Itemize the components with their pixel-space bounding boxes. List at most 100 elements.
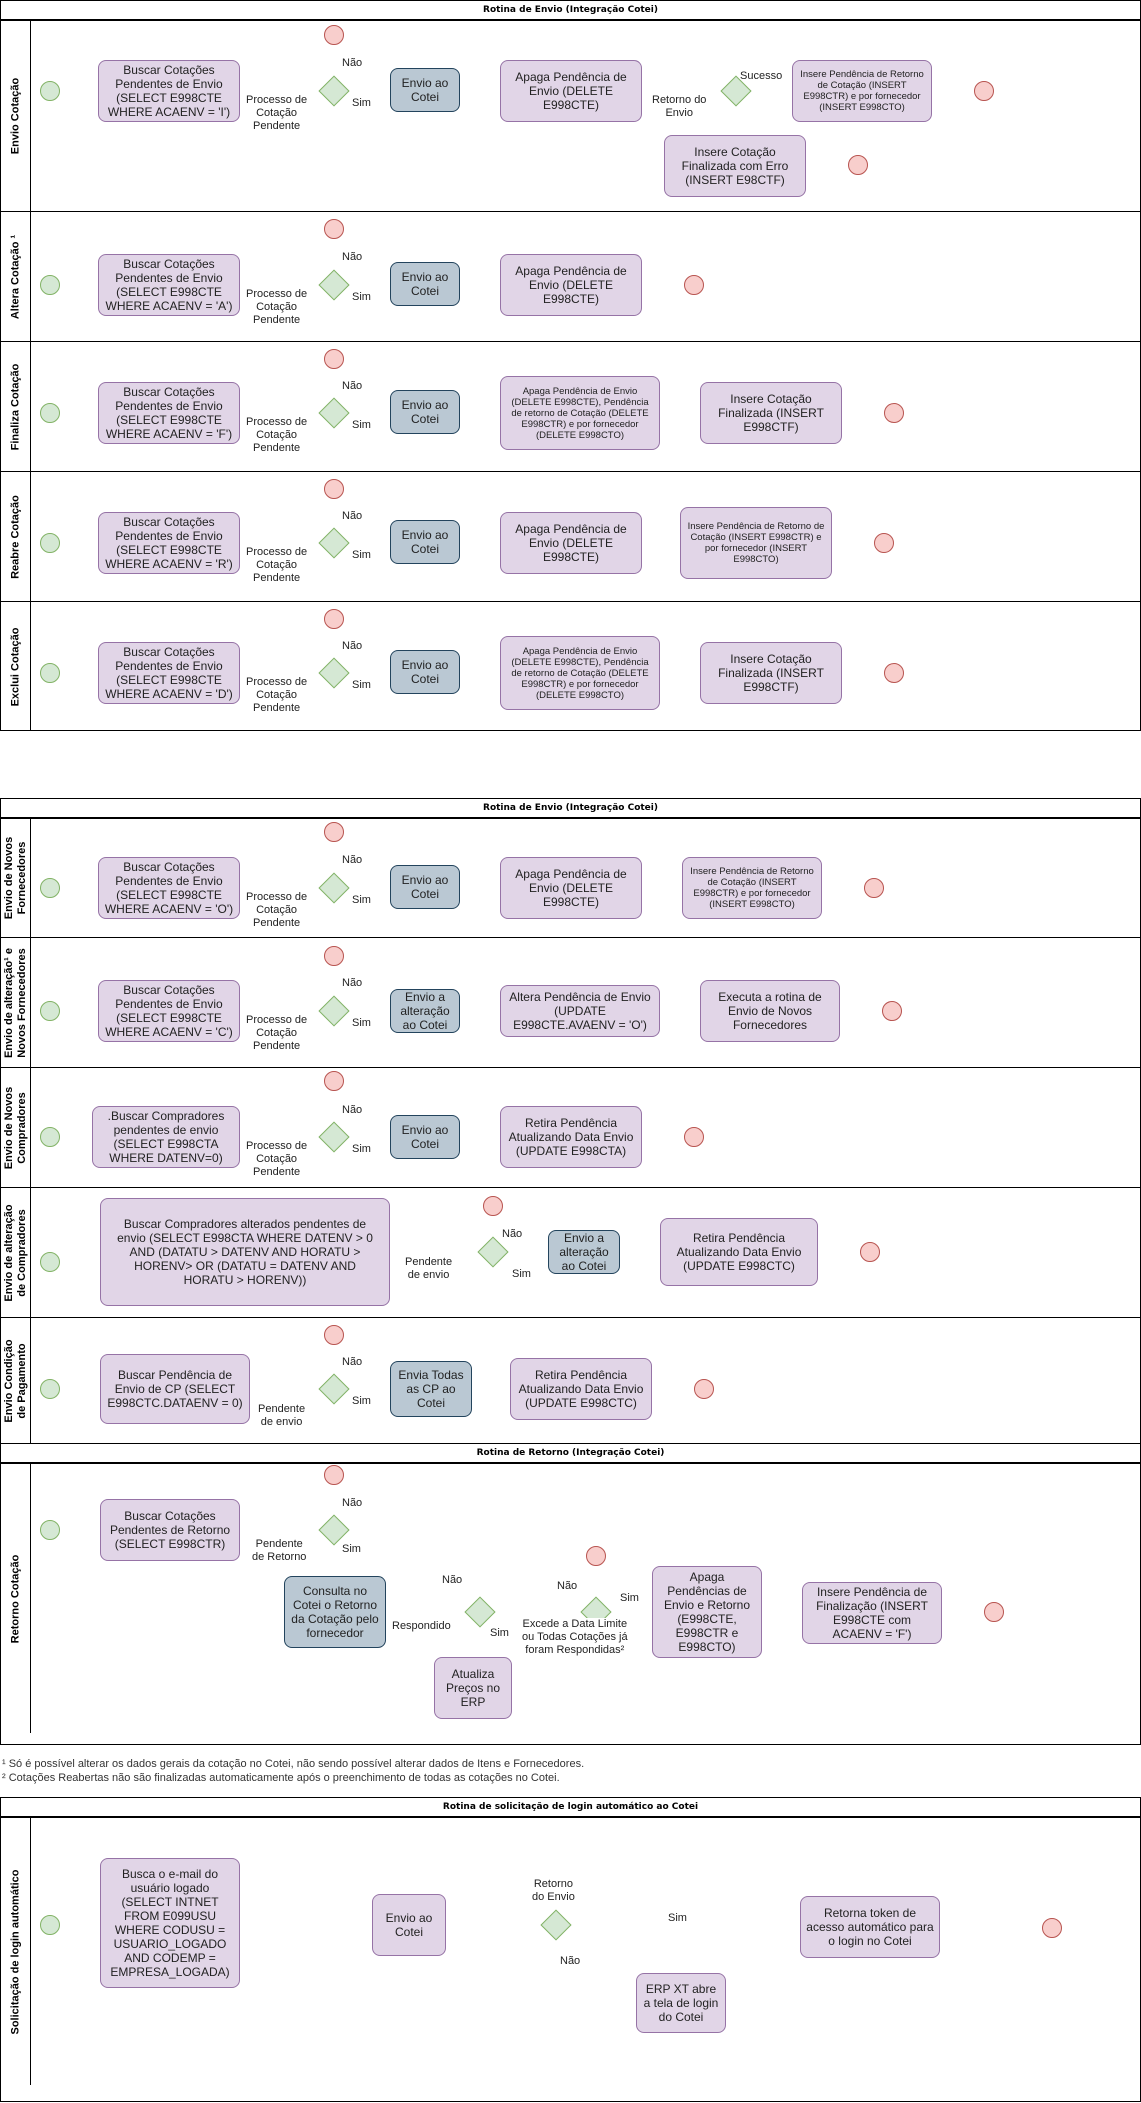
- lane-label: Envio de alteração¹ e Novos Fornecedores: [2, 947, 28, 1058]
- end-event: [324, 946, 344, 966]
- task-apaga-pend-multi[interactable]: Apaga Pendência de Envio (DELETE E998CTE…: [500, 376, 660, 450]
- label-nao: Não: [342, 977, 363, 990]
- task-insere-pend-retorno[interactable]: Insere Pendência de Retorno de Cotação (…: [792, 60, 932, 122]
- lane-label: Retorno Cotação: [9, 1554, 21, 1643]
- task-buscar-pendencia-cp[interactable]: Buscar Pendência de Envio de CP (SELECT …: [100, 1354, 250, 1424]
- task-retira-pendencia-ctc2[interactable]: Retira Pendência Atualizando Data Envio …: [510, 1358, 652, 1420]
- lane-envio-condicao-pagamento: Envio Condição de Pagamento: [1, 1317, 1140, 1444]
- task-buscar-cotacoes-a[interactable]: Buscar Cotações Pendentes de Envio (SELE…: [98, 254, 240, 316]
- label-processo-cotacao: Processo de Cotação Pendente: [246, 94, 308, 133]
- lane-label: Solicitação de login automático: [9, 1868, 21, 2035]
- label-processo-cotacao: Processo de Cotação Pendente: [246, 1014, 308, 1053]
- task-apaga-pendencia[interactable]: Apaga Pendência de Envio (DELETE E998CTE…: [500, 254, 642, 316]
- task-buscar-cotacoes-r[interactable]: Buscar Cotações Pendentes de Envio (SELE…: [98, 512, 240, 574]
- task-envio-ao-cotei[interactable]: Envio ao Cotei: [390, 1115, 460, 1159]
- start-event: [40, 533, 60, 553]
- end-event: [874, 533, 894, 553]
- lane-label: Envio de Novos Fornecedores: [2, 836, 28, 920]
- end-event: [860, 1242, 880, 1262]
- lane-label: Reabre Cotação: [9, 494, 21, 579]
- label-respondido: Respondido: [392, 1620, 451, 1633]
- task-buscar-cotacoes-c[interactable]: Buscar Cotações Pendentes de Envio (SELE…: [98, 980, 240, 1042]
- task-buscar-cotacoes-o[interactable]: Buscar Cotações Pendentes de Envio (SELE…: [98, 857, 240, 919]
- lane-reabre-cotacao: Reabre Cotação: [1, 471, 1140, 601]
- task-insere-pend-retorno-fornec[interactable]: Insere Pendência de Retorno de Cotação (…: [682, 857, 822, 919]
- label-sim: Sim: [352, 549, 371, 562]
- task-buscar-retorno[interactable]: Buscar Cotações Pendentes de Retorno (SE…: [100, 1499, 240, 1561]
- end-event: [694, 1379, 714, 1399]
- end-event: [884, 663, 904, 683]
- task-envio-ao-cotei[interactable]: Envio ao Cotei: [390, 390, 460, 434]
- task-busca-email[interactable]: Busca o e-mail do usuário logado (SELECT…: [100, 1858, 240, 1988]
- lane-label: Altera Cotação ¹: [9, 234, 21, 319]
- task-buscar-compradores-alterados[interactable]: Buscar Compradores alterados pendentes d…: [100, 1198, 390, 1306]
- label-sim: Sim: [490, 1627, 509, 1640]
- label-sim: Sim: [352, 419, 371, 432]
- label-processo-cotacao: Processo de Cotação Pendente: [246, 288, 308, 327]
- lane-envio-alteracao-novos-fornecedores: Envio de alteração¹ e Novos Fornecedores: [1, 937, 1140, 1067]
- label-processo-cotacao: Processo de Cotação Pendente: [246, 676, 308, 715]
- task-insere-cotacao-finalizada[interactable]: Insere Cotação Finalizada (INSERT E998CT…: [700, 642, 842, 704]
- end-event: [483, 1196, 503, 1216]
- task-buscar-cotacoes-d[interactable]: Buscar Cotações Pendentes de Envio (SELE…: [98, 642, 240, 704]
- label-sim: Sim: [352, 1395, 371, 1408]
- task-envio-alteracao-cotei[interactable]: Envio a alteração ao Cotei: [390, 989, 460, 1033]
- lane-altera-cotacao: Altera Cotação ¹: [1, 211, 1140, 341]
- label-pendente-envio: Pendente de envio: [405, 1256, 453, 1282]
- task-buscar-cotacoes-i[interactable]: Buscar Cotações Pendentes de Envio (SELE…: [98, 60, 240, 122]
- task-insere-cotacao-finalizada[interactable]: Insere Cotação Finalizada (INSERT E998CT…: [700, 382, 842, 444]
- task-atualiza-precos[interactable]: Atualiza Preços no ERP: [434, 1657, 512, 1719]
- label-nao: Não: [342, 510, 363, 523]
- end-event: [324, 479, 344, 499]
- label-sim: Sim: [352, 1143, 371, 1156]
- task-envio-ao-cotei[interactable]: Envio ao Cotei: [390, 650, 460, 694]
- task-buscar-cotacoes-f[interactable]: Buscar Cotações Pendentes de Envio (SELE…: [98, 382, 240, 444]
- lane-retorno-cotacao: Retorno Cotação: [1, 1463, 1140, 1733]
- label-nao: Não: [342, 854, 363, 867]
- task-consulta-cotei[interactable]: Consulta no Cotei o Retorno da Cotação p…: [284, 1576, 386, 1648]
- task-altera-pendencia[interactable]: Altera Pendência de Envio (UPDATE E998CT…: [500, 985, 660, 1037]
- task-envio-ao-cotei-login[interactable]: Envio ao Cotei: [372, 1894, 446, 1956]
- task-envio-ao-cotei[interactable]: Envio ao Cotei: [390, 865, 460, 909]
- task-retira-pendencia-ctc[interactable]: Retira Pendência Atualizando Data Envio …: [660, 1218, 818, 1286]
- task-insere-pend-finalizacao[interactable]: Insere Pendência de Finalização (INSERT …: [802, 1582, 942, 1644]
- label-processo-cotacao: Processo de Cotação Pendente: [246, 1140, 308, 1179]
- end-event: [586, 1546, 606, 1566]
- label-sim: Sim: [352, 894, 371, 907]
- task-apaga-pend-multi[interactable]: Apaga Pendência de Envio (DELETE E998CTE…: [500, 636, 660, 710]
- task-envio-ao-cotei[interactable]: Envio ao Cotei: [390, 68, 460, 112]
- task-envio-ao-cotei[interactable]: Envio ao Cotei: [390, 262, 460, 306]
- task-envio-ao-cotei[interactable]: Envio ao Cotei: [390, 520, 460, 564]
- label-sim: Sim: [620, 1592, 639, 1605]
- start-event: [40, 403, 60, 423]
- task-apaga-pendencia[interactable]: Apaga Pendência de Envio (DELETE E998CTE…: [500, 512, 642, 574]
- label-nao: Não: [342, 251, 363, 264]
- task-apaga-pendencia[interactable]: Apaga Pendência de Envio (DELETE E998CTE…: [500, 857, 642, 919]
- end-event: [324, 822, 344, 842]
- lane-envio-alteracao-compradores: Envio de alteração de Compradores: [1, 1187, 1140, 1317]
- start-event: [40, 1379, 60, 1399]
- end-event: [324, 349, 344, 369]
- label-nao: Não: [342, 1356, 363, 1369]
- footnote-2: ² Cotações Reabertas não são finalizadas…: [2, 1772, 560, 1784]
- task-apaga-pendencia[interactable]: Apaga Pendência de Envio (DELETE E998CTE…: [500, 60, 642, 122]
- task-retorna-token[interactable]: Retorna token de acesso automático para …: [800, 1896, 940, 1958]
- task-envio-alteracao-cotei[interactable]: Envio a alteração ao Cotei: [548, 1230, 620, 1274]
- label-nao: Não: [557, 1580, 578, 1593]
- task-envia-todas-cp[interactable]: Envia Todas as CP ao Cotei: [390, 1361, 472, 1417]
- pool-rotina-retorno: Rotina de Retorno (Integração Cotei) Ret…: [0, 1443, 1141, 1745]
- task-apaga-pend-envio-retorno[interactable]: Apaga Pendências de Envio e Retorno (E99…: [652, 1566, 762, 1658]
- end-event: [1042, 1918, 1062, 1938]
- end-event: [324, 219, 344, 239]
- lane-label: Envio Condição de Pagamento: [2, 1339, 28, 1423]
- task-executa-rotina[interactable]: Executa a rotina de Envio de Novos Forne…: [700, 980, 840, 1042]
- task-insere-pend-retorno-reabre[interactable]: Insere Pendência de Retorno de Cotação (…: [680, 507, 832, 579]
- label-sim: Sim: [668, 1912, 687, 1925]
- task-erp-abre-tela[interactable]: ERP XT abre a tela de login do Cotei: [636, 1973, 726, 2033]
- task-retira-pendencia-cta[interactable]: Retira Pendência Atualizando Data Envio …: [500, 1106, 642, 1168]
- end-event: [974, 81, 994, 101]
- task-insere-cotacao-erro[interactable]: Insere Cotação Finalizada com Erro (INSE…: [664, 135, 806, 197]
- label-sim: Sim: [352, 679, 371, 692]
- task-buscar-compradores[interactable]: .Buscar Compradores pendentes de envio (…: [92, 1106, 240, 1168]
- label-retorno-envio-login: Retorno do Envio: [532, 1878, 575, 1904]
